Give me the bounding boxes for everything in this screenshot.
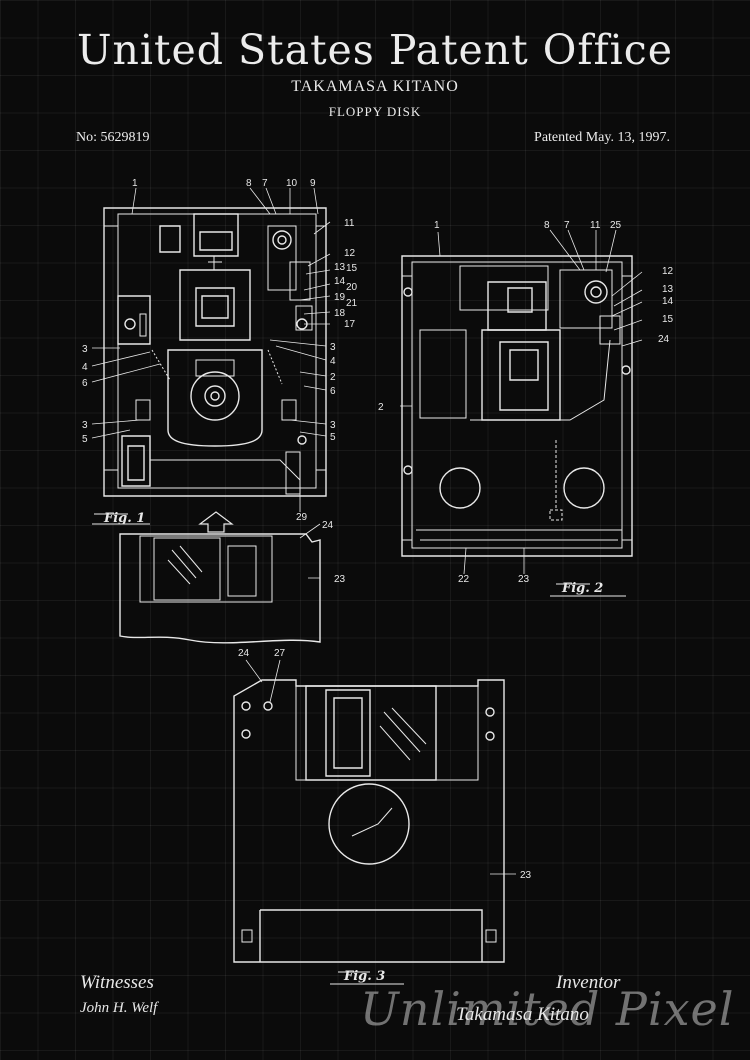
- ref-label: 3: [330, 342, 336, 353]
- ref-label: 21: [346, 298, 358, 309]
- witness-signature: John H. Welf: [80, 1000, 158, 1016]
- figure-2: [401, 255, 633, 557]
- ref-label: 12: [344, 248, 356, 259]
- ref-label: 13: [662, 284, 674, 295]
- ref-label: 22: [458, 574, 470, 585]
- ref-label: 2: [330, 372, 336, 383]
- ref-label: 1: [434, 220, 440, 231]
- ref-label: 15: [662, 314, 674, 325]
- ref-label: 6: [82, 378, 88, 389]
- ref-label: 7: [564, 220, 570, 231]
- patent-date: Patented May. 13, 1997.: [534, 130, 670, 145]
- ref-label: 24: [658, 334, 670, 345]
- ref-label: 19: [334, 292, 346, 303]
- inventor-name: TAKAMASA KITANO: [291, 78, 459, 95]
- witnesses-label: Witnesses: [80, 972, 154, 993]
- ref-label: 3: [82, 420, 88, 431]
- ref-label: 25: [610, 220, 622, 231]
- ref-label: 23: [518, 574, 530, 585]
- ref-label: 11: [344, 218, 355, 229]
- ref-label: 15: [346, 263, 358, 274]
- ref-label: 5: [330, 432, 336, 443]
- figure-3: [233, 679, 505, 963]
- ref-label: 5: [82, 434, 88, 445]
- ref-label: 3: [330, 420, 336, 431]
- ref-label: 27: [274, 648, 286, 659]
- ref-label: 13: [334, 262, 346, 273]
- figure-1-disk: [119, 533, 321, 644]
- ref-label: 8: [246, 178, 252, 189]
- patent-number: No: 5629819: [76, 130, 150, 145]
- ref-label: 4: [330, 356, 336, 367]
- ref-label: 2: [378, 402, 384, 413]
- ref-label: 18: [334, 308, 346, 319]
- ref-label: 6: [330, 386, 336, 397]
- page-title: United States Patent Office: [76, 26, 674, 74]
- ref-label: 7: [262, 178, 268, 189]
- ref-label: 14: [662, 296, 674, 307]
- ref-label: 29: [296, 512, 308, 523]
- ref-label: 3: [82, 344, 88, 355]
- inventor-signature: Takamasa Kitano: [456, 1004, 589, 1025]
- ref-label: 20: [346, 282, 358, 293]
- ref-label: 4: [82, 362, 88, 373]
- ref-label: 23: [334, 574, 346, 585]
- arrow-up-icon: [198, 511, 234, 533]
- inventor-label: Inventor: [556, 972, 621, 993]
- ref-label: 24: [322, 520, 334, 531]
- figure-1-caption: Fig. 1: [103, 511, 145, 526]
- ref-label: 11: [590, 220, 601, 231]
- ref-label: 9: [310, 178, 316, 189]
- ref-label: 14: [334, 276, 346, 287]
- figure-1: [103, 207, 327, 497]
- ref-label: 10: [286, 178, 298, 189]
- figure-2-caption: Fig. 2: [561, 581, 603, 596]
- ref-label: 12: [662, 266, 674, 277]
- watermark: Unlimited Pixel: [360, 982, 735, 1036]
- ref-label: 23: [520, 870, 532, 881]
- ref-label: 24: [238, 648, 250, 659]
- ref-label: 8: [544, 220, 550, 231]
- ref-label: 17: [344, 319, 356, 330]
- invention-name: FLOPPY DISK: [328, 104, 422, 119]
- figure-3-caption: Fig. 3: [343, 969, 385, 984]
- ref-label: 1: [132, 178, 138, 189]
